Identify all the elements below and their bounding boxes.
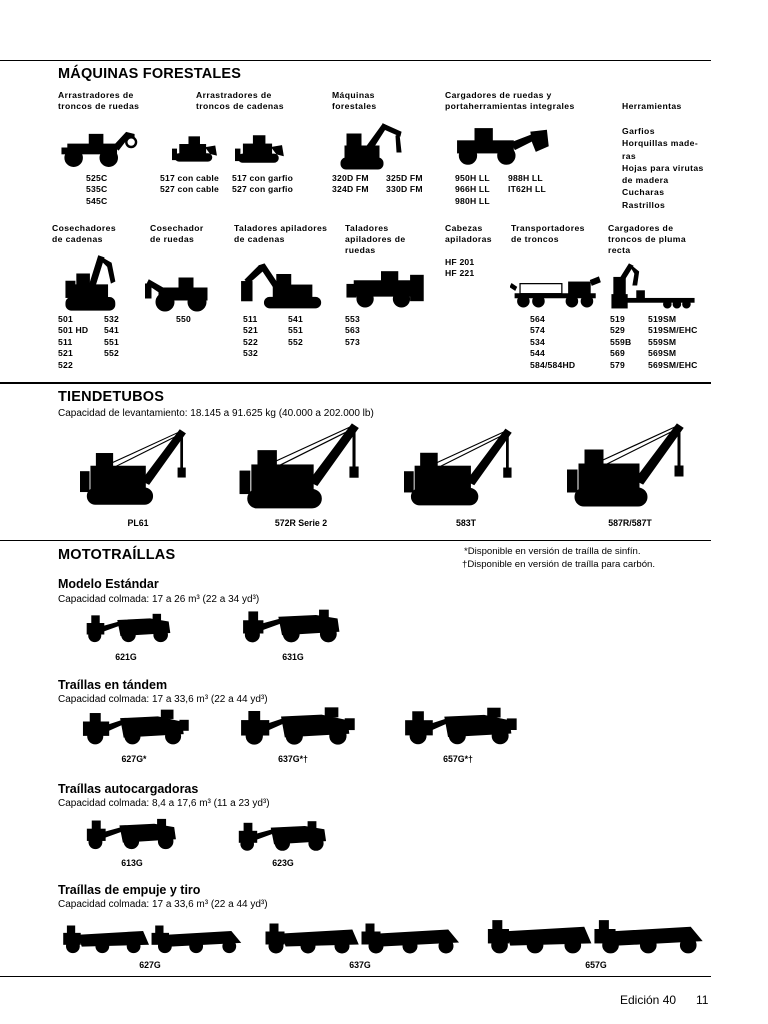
header-track-harvesters: Cosechadores de cadenas: [52, 223, 117, 244]
pipelayer-icon-572r: [232, 420, 380, 514]
scraper-label-631g: 631G: [282, 652, 304, 662]
bottom-rule: [0, 976, 711, 977]
push-pull-scraper-icon-657g: [484, 914, 706, 954]
models-crawler-cable: 517 con cable 527 con cable: [160, 173, 219, 195]
forwarder-icon: [510, 274, 602, 310]
rule-mototraillas: [0, 540, 711, 541]
pipelayer-icon-583t: [404, 424, 524, 512]
wheel-loader-icon: [454, 126, 550, 166]
header-felling-heads: Cabezas apiladoras: [445, 223, 492, 244]
tandem-label-657g: 657G*†: [443, 754, 473, 764]
wheel-feller-buncher-icon: [345, 268, 427, 308]
header-wheel-loaders: Cargadores de ruedas y portaherramientas…: [445, 90, 575, 111]
tandem-label-627g: 627G*: [121, 754, 147, 764]
footer-edition: Edición 40: [620, 993, 677, 1007]
section-title-tiendetubos: TIENDETUBOS: [58, 389, 165, 405]
section-title-mototraillas: MOTOTRAÍLLAS: [58, 547, 176, 563]
pipelayer-icon-pl61: [80, 425, 198, 511]
push-pull-scraper-icon-627g: [60, 920, 244, 954]
elevating-label-623g: 623G: [272, 858, 294, 868]
group-capacity-push-pull: Capacidad colmada: 17 a 33,6 m³ (22 a 44…: [58, 899, 268, 910]
push-pull-label-627g: 627G: [139, 960, 161, 970]
models-track-feller-1: 511 521 522 532: [243, 314, 258, 359]
crawler-skidder-cable-icon: [172, 133, 218, 165]
tandem-label-637g: 637G*†: [278, 754, 308, 764]
group-title-push-pull: Traíllas de empuje y tiro: [58, 883, 201, 897]
push-pull-scraper-icon-637g: [262, 918, 462, 954]
tools-list: Garfios Horquillas made- ras Hojas para …: [622, 126, 704, 210]
scraper-icon-621g: [84, 612, 176, 644]
models-track-harvesters-1: 501 501 HD 511 521 522: [58, 314, 89, 370]
models-forest-machines-1: 320D FM 324D FM: [332, 173, 369, 195]
header-wheel-skidders: Arrastradores de troncos de ruedas: [58, 90, 140, 111]
elevating-scraper-icon-613g: [84, 816, 182, 852]
crawler-skidder-grapple-icon: [235, 133, 285, 165]
wheel-harvester-icon: [143, 272, 227, 312]
elevating-label-613g: 613G: [121, 858, 143, 868]
models-felling-heads: HF 201 HF 221: [445, 257, 475, 279]
push-pull-label-657g: 657G: [585, 960, 607, 970]
tandem-scraper-icon-657g: [402, 706, 518, 746]
tandem-scraper-icon-627g: [80, 708, 190, 746]
header-track-skidders: Arrastradores de troncos de cadenas: [196, 90, 284, 111]
header-knuckleboom-loaders: Cargadores de troncos de pluma recta: [608, 223, 687, 255]
header-forest-machines: Máquinas forestales: [332, 90, 377, 111]
rule-tiendetubos: [0, 382, 711, 384]
group-capacity-elevating: Capacidad colmada: 8,4 a 17,6 m³ (11 a 2…: [58, 798, 270, 809]
section-title-forestales: MÁQUINAS FORESTALES: [58, 66, 242, 82]
scraper-icon-631g: [240, 608, 346, 644]
pipelayer-icon-587r: [562, 420, 702, 512]
models-knuckleboom-1: 519 529 559B 569 579: [610, 314, 632, 370]
header-track-feller-bunchers: Taladores apiladores de cadenas: [234, 223, 328, 244]
tandem-scraper-icon-637g: [236, 706, 358, 746]
group-title-standard: Modelo Estándar: [58, 577, 159, 591]
note-coal: †Disponible en versión de traílla para c…: [462, 559, 656, 570]
track-feller-buncher-icon: [238, 260, 326, 310]
knuckleboom-loader-icon: [610, 262, 696, 310]
pipelayer-label-572r: 572R Serie 2: [274, 518, 328, 528]
wheel-skidder-icon: [60, 128, 138, 168]
header-wheel-feller-bunchers: Taladores apiladores de ruedas: [345, 223, 406, 255]
models-track-harvesters-2: 532 541 551 552: [104, 314, 119, 359]
models-knuckleboom-2: 519SM 519SM/EHC 559SM 569SM 569SM/EHC: [648, 314, 698, 370]
header-wheel-harvester: Cosechador de ruedas: [150, 223, 204, 244]
models-wheel-loaders-2: 988H LL IT62H LL: [508, 173, 546, 195]
top-rule: [0, 60, 711, 61]
group-capacity-tandem: Capacidad colmada: 17 a 33,6 m³ (22 a 44…: [58, 694, 268, 705]
push-pull-label-637g: 637G: [349, 960, 371, 970]
models-wheel-feller: 553 563 573: [345, 314, 360, 347]
pipelayer-label-583t: 583T: [455, 518, 477, 528]
header-forwarders: Transportadores de troncos: [511, 223, 585, 244]
models-wheel-skidders: 525C 535C 545C: [86, 173, 108, 206]
models-forwarders: 564 574 534 544 584/584HD: [530, 314, 576, 370]
forest-machine-icon: [336, 120, 408, 170]
models-wheel-harvester: 550: [176, 314, 191, 324]
models-forest-machines-2: 325D FM 330D FM: [386, 173, 423, 195]
tiendetubos-capacity: Capacidad de levantamiento: 18.145 a 91.…: [58, 408, 374, 419]
models-crawler-grapple: 517 con garfio 527 con garfio: [232, 173, 294, 195]
group-capacity-standard: Capacidad colmada: 17 a 26 m³ (22 a 34 y…: [58, 594, 260, 605]
group-title-elevating: Traíllas autocargadoras: [58, 782, 199, 796]
models-track-feller-2: 541 551 552: [288, 314, 303, 347]
header-tools: Herramientas: [622, 101, 682, 111]
elevating-scraper-icon-623g: [236, 820, 332, 852]
pipelayer-label-587r: 587R/587T: [608, 518, 652, 528]
track-harvester-icon: [60, 254, 128, 312]
note-auger: *Disponible en versión de traílla de sin…: [464, 546, 641, 557]
footer-page-number: 11: [696, 993, 709, 1007]
scraper-label-621g: 621G: [115, 652, 137, 662]
pipelayer-label-pl61: PL61: [127, 518, 149, 528]
group-title-tandem: Traíllas en tándem: [58, 678, 168, 692]
models-wheel-loaders-1: 950H LL 966H LL 980H LL: [455, 173, 490, 206]
